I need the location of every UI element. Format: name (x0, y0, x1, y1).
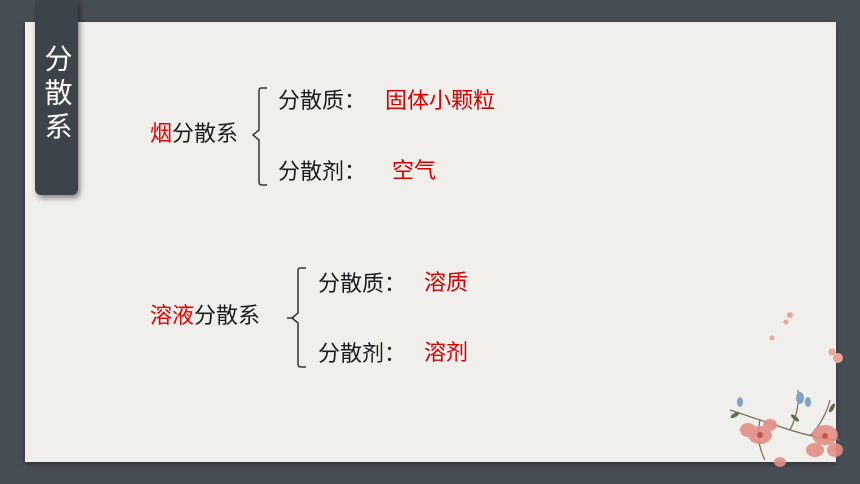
subject-highlight: 溶液 (150, 304, 195, 329)
plum-blossom-icon (729, 312, 843, 467)
row-value: 空气 (392, 159, 437, 184)
row-label: 分散质： (278, 89, 367, 114)
section-title: 分散系 (40, 44, 74, 146)
row-label: 分散剂： (278, 160, 367, 185)
group-subject: 烟分散系 (150, 123, 238, 147)
row-value: 溶质 (424, 271, 469, 296)
section-tab: 分散系 (35, 0, 78, 195)
row-label: 分散质： (318, 272, 407, 297)
subject-rest: 分散系 (194, 304, 261, 329)
subject-rest: 分散系 (172, 122, 239, 147)
row-label: 分散剂： (318, 342, 407, 367)
slide-card (25, 22, 836, 462)
row-value: 固体小颗粒 (385, 89, 496, 114)
group-subject: 溶液分散系 (150, 305, 260, 329)
subject-highlight: 烟 (150, 122, 173, 147)
row-value: 溶剂 (424, 341, 469, 366)
